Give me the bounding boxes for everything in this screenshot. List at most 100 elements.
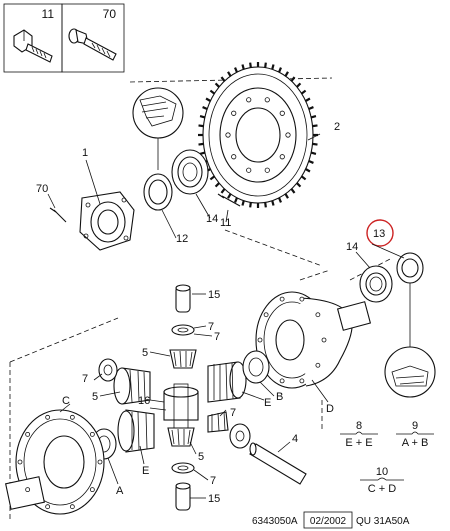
- callout-7-bottom: 7: [210, 475, 216, 487]
- bolt-11-small: [217, 193, 241, 207]
- callout-13: 13: [373, 228, 385, 240]
- callout-11: 11: [220, 217, 231, 229]
- gear-bolt-hole: [246, 97, 252, 103]
- callout-14-right: 14: [346, 241, 358, 253]
- gear-bolt-hole: [264, 97, 270, 103]
- diff-housing: [255, 291, 372, 389]
- gear-tooth: [214, 182, 220, 188]
- side-gear-left: [113, 367, 151, 405]
- seal-13-right: [396, 252, 424, 348]
- callout-C: C: [62, 395, 70, 407]
- housing-bolt-hole: [279, 296, 285, 302]
- side-gear-E-left: [117, 409, 155, 453]
- kit-equation-10: 10 C + D: [360, 466, 404, 495]
- gear-tooth: [214, 82, 220, 88]
- pin-15-top: [175, 284, 191, 313]
- callout-15-bottom: 15: [208, 493, 220, 505]
- highlight-circle-13: [366, 219, 394, 247]
- pin-15-bottom: [175, 482, 191, 511]
- gear-tooth: [202, 106, 208, 110]
- housing-bolt-hole: [279, 378, 285, 384]
- kit-equation-9: 9 A + B: [396, 420, 434, 449]
- header-box-bolt-11: 11: [3, 3, 63, 73]
- pinion-right: [207, 411, 229, 433]
- gear-tooth: [209, 175, 216, 181]
- gear-tooth: [271, 64, 275, 70]
- gear-tooth: [227, 193, 232, 199]
- gear-tooth: [308, 106, 314, 110]
- gear-tooth: [290, 76, 296, 82]
- gear-tooth: [290, 188, 296, 194]
- housing-c-bolt-hole: [25, 487, 31, 493]
- kit-equation-10-text: C + D: [368, 483, 396, 495]
- callout-E-right: E: [264, 397, 271, 409]
- gear-tooth: [300, 89, 307, 95]
- callout-5-bottom: 5: [198, 451, 204, 463]
- gear-tooth: [296, 82, 302, 88]
- gear-tooth: [312, 124, 318, 128]
- gear-tooth: [249, 202, 252, 208]
- housing-c-bolt-hole: [69, 504, 75, 510]
- callout-A: A: [116, 485, 124, 497]
- gear-tooth: [241, 64, 245, 70]
- gear-tooth: [227, 71, 232, 77]
- header-box-bolt-70: 70: [61, 3, 125, 73]
- gear-tooth: [220, 188, 226, 194]
- gear-tooth: [264, 62, 267, 68]
- washer-7-top: [171, 324, 195, 336]
- footer-date: 02/2002: [310, 516, 347, 527]
- callout-4: 4: [292, 433, 298, 445]
- callout-7-top: 7: [208, 321, 214, 333]
- callout-1: 1: [82, 147, 88, 159]
- footer-model: QU 31A50A: [356, 516, 410, 527]
- callout-70: 70: [36, 183, 48, 195]
- flange-bolt-icon: [68, 28, 117, 61]
- pinion-top: [169, 349, 197, 369]
- gear-tooth: [241, 200, 245, 206]
- gear-bolt-hole: [246, 167, 252, 173]
- callout-7-b: 7: [214, 331, 220, 343]
- housing-c-bolt-hole: [89, 487, 95, 493]
- kit-equation-8-text: E + E: [345, 437, 372, 449]
- callout-7-right: 7: [230, 407, 236, 419]
- kit-number-10: 10: [376, 466, 388, 478]
- callout-5-top: 5: [142, 347, 148, 359]
- gear-tooth: [296, 182, 302, 188]
- gear-tooth: [310, 115, 317, 119]
- housing-c-bolt-hole: [25, 431, 31, 437]
- gear-bolt-hole: [231, 154, 237, 160]
- housing-c-bolt-hole: [97, 459, 103, 465]
- gear-bolt-hole: [279, 154, 285, 160]
- thrust-washer-B: [242, 350, 270, 384]
- bolt-70-small: [49, 207, 67, 223]
- kit-number-9: 9: [412, 420, 418, 432]
- gear-bolt-hole: [225, 132, 231, 138]
- kit-number-8: 8: [356, 420, 362, 432]
- header-label-70: 70: [103, 7, 117, 21]
- bearing-14-right: [359, 265, 393, 303]
- kit-equation-8: 8 E + E: [340, 420, 378, 449]
- gear-bolt-hole: [285, 132, 291, 138]
- callout-14-top: 14: [206, 213, 218, 225]
- gear-tooth: [300, 175, 307, 181]
- gear-tooth: [278, 197, 282, 203]
- callout-B: B: [276, 391, 283, 403]
- seal-ring-12: [143, 173, 173, 211]
- gear-tooth: [234, 197, 238, 203]
- callout-7-left: 7: [82, 373, 88, 385]
- housing-bolt-hole: [263, 312, 269, 318]
- seal-detail-right: [384, 346, 436, 398]
- housing-c-bolt-hole: [17, 459, 23, 465]
- callout-labels: 1 2 70 11 12 14 14 13 15 7 5 7 7 5 16 7 …: [36, 121, 385, 505]
- gear-bolt-hole: [231, 110, 237, 116]
- callout-D: D: [326, 403, 334, 415]
- housing-bolt-hole: [299, 296, 305, 302]
- housing-c-bolt-hole: [89, 431, 95, 437]
- washer-7-right: [229, 423, 251, 449]
- housing-c-bolt-hole: [45, 504, 51, 510]
- gear-tooth: [198, 124, 204, 128]
- gear-tooth: [284, 193, 289, 199]
- gear-tooth: [312, 142, 318, 146]
- seal-detail-top: [132, 87, 184, 170]
